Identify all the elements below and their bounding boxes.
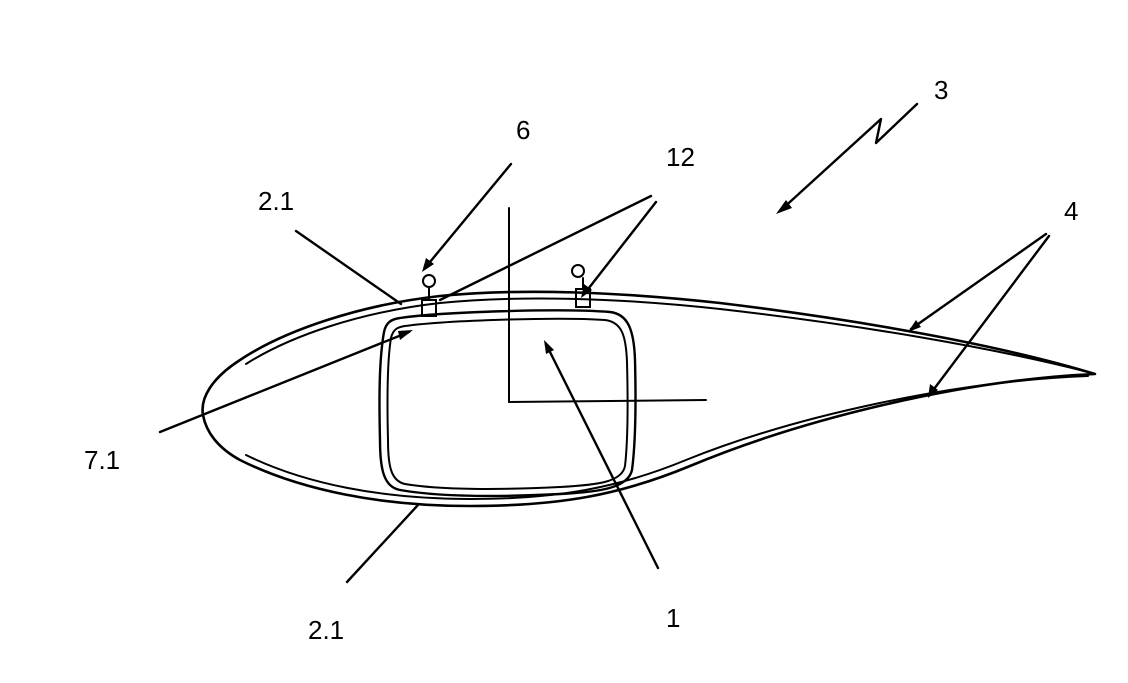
airfoil-shell <box>201 290 1097 508</box>
label-fastener: 6 <box>516 115 530 145</box>
leader-lines <box>158 102 1051 584</box>
label-fixing-elements: 12 <box>666 142 695 172</box>
box-girder <box>378 309 637 498</box>
label-shell-parts: 4 <box>1064 196 1078 226</box>
fixing-element-right <box>571 264 591 308</box>
fixing-element-left <box>421 274 437 317</box>
coordinate-axes <box>508 207 707 403</box>
label-blade: 3 <box>934 75 948 105</box>
label-flange-bottom: 2.1 <box>308 615 344 645</box>
label-flange-top: 2.1 <box>258 186 294 216</box>
label-box-girder: 1 <box>666 603 680 633</box>
label-spar-insert: 7.1 <box>84 445 120 475</box>
